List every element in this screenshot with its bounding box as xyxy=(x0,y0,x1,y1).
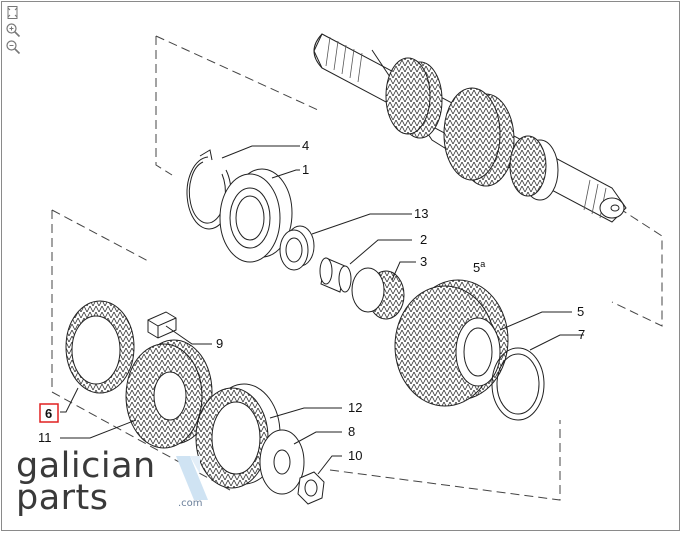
callout-12[interactable]: 12 xyxy=(348,400,362,415)
callout-13[interactable]: 13 xyxy=(414,206,428,221)
callout-5[interactable]: 5 xyxy=(577,304,584,319)
part-2-bushing xyxy=(319,257,352,293)
logo-swoosh-icon xyxy=(176,456,208,500)
callout-3[interactable]: 3 xyxy=(420,254,427,269)
leader-lines xyxy=(60,145,584,475)
galicianparts-logo: galician parts .com xyxy=(10,448,225,520)
callout-2[interactable]: 2 xyxy=(420,232,427,247)
part-11-synchro-hub xyxy=(125,339,213,449)
callout-11[interactable]: 11 xyxy=(38,430,52,445)
logo-line-1: galician xyxy=(16,446,156,486)
part-8-washer xyxy=(259,429,305,495)
callout-5a-number: 5 xyxy=(473,260,480,275)
shaft-bearing-race xyxy=(509,135,559,201)
zoom-out-icon[interactable] xyxy=(5,39,21,55)
selected-callout-box xyxy=(39,403,59,423)
shaft-gear-small xyxy=(385,57,443,139)
part-7-washer xyxy=(491,347,545,421)
fit-page-icon[interactable] xyxy=(5,5,21,21)
part-1-bearing xyxy=(219,168,293,263)
callout-10[interactable]: 10 xyxy=(348,448,362,463)
zoom-in-icon[interactable] xyxy=(5,22,21,38)
part-9-key xyxy=(147,311,177,339)
shaft-gear-large xyxy=(443,87,515,187)
viewer-toolbar xyxy=(5,5,23,55)
part-13-spacer xyxy=(279,225,315,271)
callout-1[interactable]: 1 xyxy=(302,162,309,177)
callout-9[interactable]: 9 xyxy=(216,336,223,351)
part-3-needle-bearing xyxy=(351,267,405,320)
callout-5a-superscript: a xyxy=(480,259,485,269)
part-6-synchro-ring xyxy=(65,300,135,394)
callout-8[interactable]: 8 xyxy=(348,424,355,439)
callout-7[interactable]: 7 xyxy=(578,327,585,342)
lower-assembly-outline xyxy=(51,209,561,501)
logo-domain: .com xyxy=(178,498,203,509)
callout-6[interactable]: 6 xyxy=(45,406,52,421)
logo-line-2: parts xyxy=(16,478,109,518)
callout-5a[interactable]: 5a xyxy=(473,259,485,275)
callout-4[interactable]: 4 xyxy=(302,138,309,153)
part-10-nut xyxy=(297,471,325,505)
part-5-gear xyxy=(394,279,509,407)
